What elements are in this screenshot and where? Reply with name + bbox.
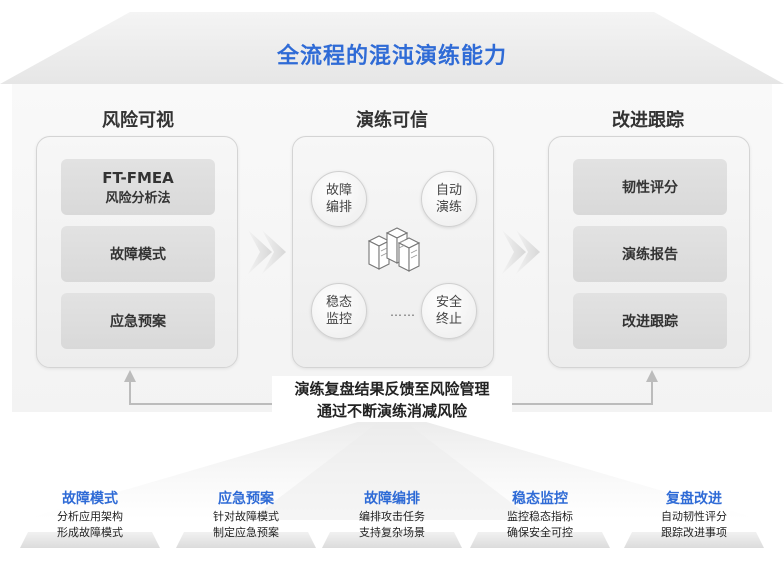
bottom-item-steady-state-monitor: 稳态监控 监控稳态指标 确保安全可控: [470, 488, 610, 540]
feedback-line-2: 通过不断演练消减风险: [316, 402, 467, 420]
column-title-risk-visibility: 风险可视: [102, 110, 174, 131]
feedback-line-1: 演练复盘结果反馈至风险管理: [294, 380, 490, 398]
bottom-item-desc-1: 分析应用架构: [57, 510, 123, 523]
bottom-item-desc-1: 自动韧性评分: [661, 510, 727, 523]
item-improvement-tracking: 改进跟踪: [573, 293, 727, 349]
panel-risk-visibility: FT-FMEA 风险分析法 故障模式 应急预案: [36, 136, 238, 368]
arrow-middle-right: [502, 230, 540, 274]
item-emergency-plan: 应急预案: [61, 293, 215, 349]
roof-shape: [0, 12, 784, 84]
ellipsis-more: ……: [390, 305, 416, 319]
item-drill-report-label: 演练报告: [622, 247, 678, 263]
panel-drill-credibility: 故障 编排 自动 演练 稳态 监控 安全 终止 ……: [292, 136, 494, 368]
bottom-item-desc-1: 监控稳态指标: [507, 510, 573, 523]
item-ft-fmea-subtitle: 风险分析法: [105, 190, 171, 206]
item-ft-fmea-title: FT-FMEA: [102, 168, 174, 187]
circle-auto-drill: 自动 演练: [421, 171, 477, 227]
bottom-item-desc-1: 编排攻击任务: [359, 510, 425, 523]
item-drill-report: 演练报告: [573, 226, 727, 282]
bottom-item-desc-2: 形成故障模式: [57, 526, 123, 539]
bottom-item-fault-orchestration: 故障编排 编排攻击任务 支持复杂场景: [322, 488, 462, 540]
item-resilience-score-label: 韧性评分: [622, 180, 678, 196]
bottom-item-desc-2: 确保安全可控: [507, 526, 573, 539]
circle-safe-termination: 安全 终止: [421, 283, 477, 339]
servers-icon: [367, 227, 421, 272]
bottom-item-desc-1: 针对故障模式: [213, 510, 279, 523]
bottom-item-title: 复盘改进: [666, 491, 722, 507]
item-failure-mode-label: 故障模式: [110, 247, 166, 263]
diagram-title: 全流程的混沌演练能力: [276, 44, 507, 69]
item-emergency-plan-label: 应急预案: [110, 314, 166, 330]
bottom-item-title: 故障编排: [364, 491, 420, 507]
bottom-item-desc-2: 跟踪改进事项: [661, 526, 727, 539]
bottom-item-desc-2: 支持复杂场景: [359, 526, 425, 539]
bottom-item-review-improve: 复盘改进 自动韧性评分 跟踪改进事项: [624, 488, 764, 540]
bottom-item-title: 稳态监控: [512, 491, 568, 507]
bottom-platforms: [20, 532, 764, 548]
circle-fault-orchestration: 故障 编排: [311, 171, 367, 227]
arrow-left-middle: [248, 230, 286, 274]
item-failure-mode: 故障模式: [61, 226, 215, 282]
bottom-item-title: 应急预案: [218, 491, 274, 507]
panel-improvement-tracking: 韧性评分 演练报告 改进跟踪: [548, 136, 750, 368]
bottom-item-title: 故障模式: [62, 491, 118, 507]
column-title-improvement-tracking: 改进跟踪: [612, 110, 684, 131]
bottom-item-desc-2: 制定应急预案: [213, 526, 279, 539]
item-resilience-score: 韧性评分: [573, 159, 727, 215]
bottom-item-failure-mode: 故障模式 分析应用架构 形成故障模式: [20, 488, 160, 540]
item-ft-fmea: FT-FMEA 风险分析法: [61, 159, 215, 215]
item-improvement-tracking-label: 改进跟踪: [622, 314, 678, 330]
bottom-item-emergency-plan: 应急预案 针对故障模式 制定应急预案: [176, 488, 316, 540]
feedback-text-backdrop: [272, 376, 512, 422]
circle-steady-state-monitor: 稳态 监控: [311, 283, 367, 339]
column-title-drill-credibility: 演练可信: [356, 110, 428, 131]
